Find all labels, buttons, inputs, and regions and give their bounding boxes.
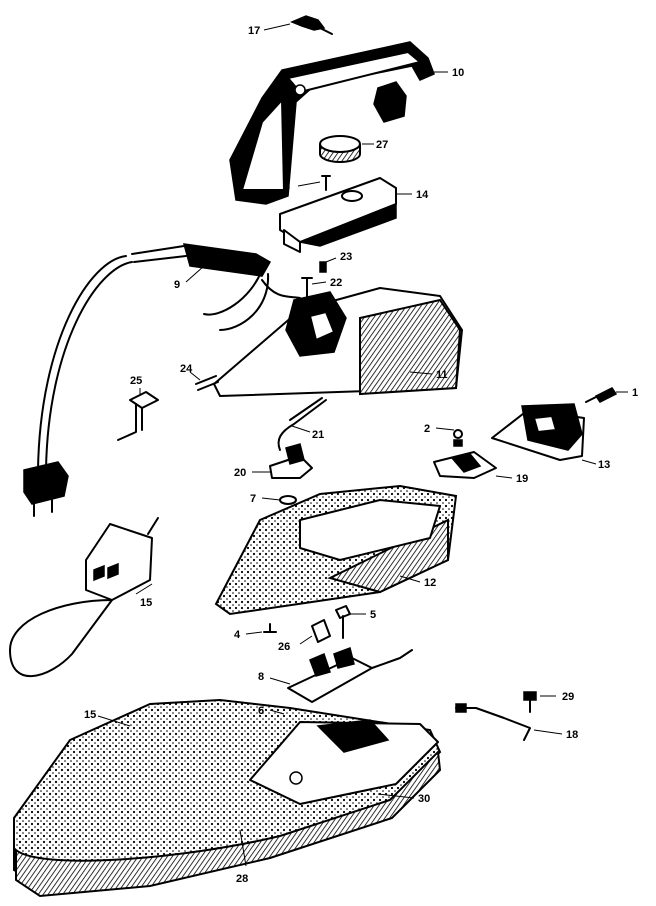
part-16-sole-plate xyxy=(13,698,442,898)
label-28: 28 xyxy=(236,873,248,885)
label-29: 29 xyxy=(562,691,574,703)
label-23: 23 xyxy=(340,251,352,263)
label-30: 30 xyxy=(418,793,430,805)
part-18-bracket xyxy=(455,703,531,741)
label-10: 10 xyxy=(452,67,464,79)
label-1: 1 xyxy=(632,387,638,399)
part-1-screw xyxy=(585,387,618,403)
label-12: 12 xyxy=(424,577,436,589)
label-24: 24 xyxy=(180,363,193,375)
part-8-thermostat xyxy=(287,647,413,703)
label-18: 18 xyxy=(566,729,578,741)
part-5-bolt xyxy=(335,605,351,639)
part-26-nut xyxy=(311,619,331,643)
part-15-thermostat xyxy=(9,517,159,678)
label-6: 6 xyxy=(258,705,264,717)
label-15-sole: 15 xyxy=(84,709,96,721)
label-21: 21 xyxy=(312,429,324,441)
part-12-base-plate xyxy=(214,484,458,616)
part-17-clip xyxy=(290,15,333,35)
part-9-cord-set xyxy=(23,243,301,517)
part-labels: 1 2 3 4 5 6 7 8 9 10 11 12 13 14 15 15 1… xyxy=(84,25,638,885)
label-14: 14 xyxy=(416,189,429,201)
label-7: 7 xyxy=(250,493,256,505)
part-19-switch xyxy=(433,451,497,479)
part-11-shell xyxy=(213,287,463,397)
part-23-screw xyxy=(319,261,327,273)
label-8: 8 xyxy=(258,671,264,683)
label-4: 4 xyxy=(234,629,241,641)
part-21-tube xyxy=(277,397,327,451)
part-14-housing xyxy=(279,177,397,253)
part-29-screw xyxy=(523,691,537,713)
part-2-nut xyxy=(453,429,463,447)
part-7-washer xyxy=(279,495,297,505)
label-9: 9 xyxy=(174,279,180,291)
label-11: 11 xyxy=(436,369,448,381)
label-27: 27 xyxy=(376,139,388,151)
label-19: 19 xyxy=(516,473,528,485)
part-27-knob xyxy=(319,135,361,163)
label-13: 13 xyxy=(598,459,610,471)
label-22: 22 xyxy=(330,277,342,289)
label-2: 2 xyxy=(424,423,430,435)
leader-lines xyxy=(97,23,628,867)
part-4-screw xyxy=(263,623,277,633)
part-13-bracket xyxy=(491,403,585,461)
label-15-thermostat: 15 xyxy=(140,597,152,609)
part-20-block xyxy=(269,443,313,479)
label-26: 26 xyxy=(278,641,290,653)
label-17: 17 xyxy=(248,25,260,37)
part-24-spring xyxy=(195,375,219,391)
label-25: 25 xyxy=(130,375,142,387)
part-10-handle xyxy=(229,41,435,205)
part-3-screw xyxy=(321,175,331,191)
part-22-screw xyxy=(301,277,313,301)
part-25-bracket xyxy=(117,391,159,441)
label-3: 3 xyxy=(284,181,290,193)
label-5: 5 xyxy=(370,609,376,621)
label-20: 20 xyxy=(234,467,246,479)
